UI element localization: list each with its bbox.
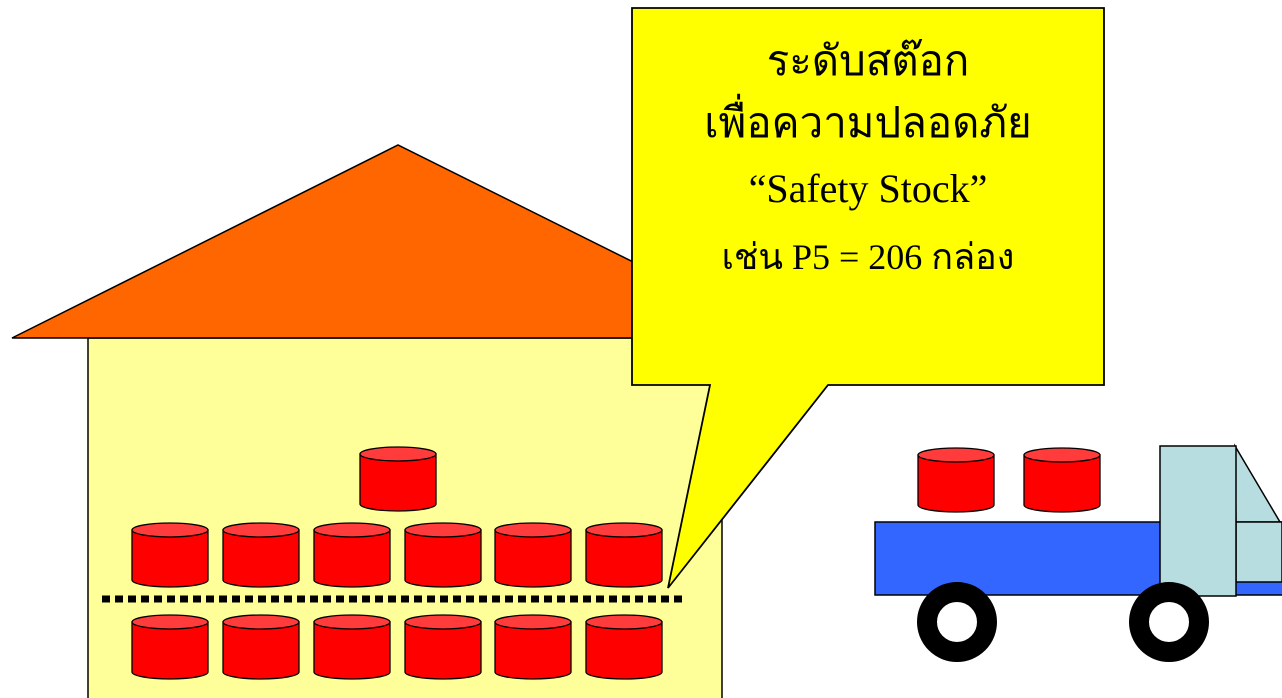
truck-rear-wheel [917,582,997,662]
stock-drum-safety [222,614,300,680]
warehouse-roof [11,144,787,339]
callout-line-safety-stock: “Safety Stock” [748,166,988,211]
stock-drum-above-line [494,522,572,588]
stock-drum-safety [313,614,391,680]
callout-line-example: เช่น P5 = 206 กล่อง [721,237,1015,277]
callout-text: ระดับสต๊อก เพื่อความปลอดภัย “Safety Stoc… [632,30,1104,288]
delivery-truck-icon [874,443,1282,662]
truck-front-wheel [1129,582,1209,662]
truck-drum [917,447,995,513]
stock-drum-above-line [131,522,209,588]
callout-line-stock-level: ระดับสต๊อก [766,36,970,85]
stock-drums [131,446,663,680]
stock-drum-top [359,446,437,512]
stock-drum-safety [585,614,663,680]
truck-drum [1023,447,1101,513]
stock-drum-above-line [585,522,663,588]
stock-drum-safety [494,614,572,680]
stock-drum-above-line [222,522,300,588]
callout-bubble [631,7,1105,589]
truck-windshield [1234,443,1282,523]
stock-drum-safety [404,614,482,680]
truck-cargo [917,447,1101,513]
stock-drum-above-line [404,522,482,588]
stock-drum-safety [131,614,209,680]
truck-front-cab [1235,521,1282,583]
callout-line-safety: เพื่อความปลอดภัย [704,98,1032,147]
stock-drum-above-line [313,522,391,588]
truck-cab [1159,445,1237,597]
